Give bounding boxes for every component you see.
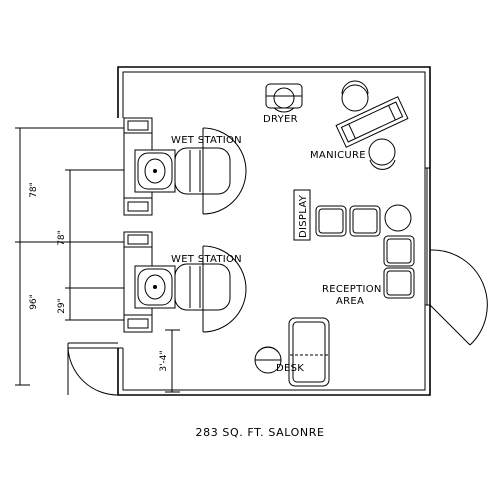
reception-seating (315, 204, 415, 299)
reception-desk (254, 317, 330, 387)
dim-inner-upper: 78" (57, 230, 67, 246)
dim-outer-lower: 96" (29, 294, 39, 310)
wet-station-bottom (123, 231, 247, 333)
wet-station-top (123, 117, 247, 216)
reception-label-line2: AREA (336, 296, 364, 307)
manicure-label: MANICURE (310, 150, 366, 161)
reception-label-line1: RECEPTION (322, 284, 382, 295)
wet-station-bottom-label: WET STATION (171, 254, 242, 265)
entrance-door (67, 343, 119, 396)
plan-title: 283 SQ. FT. SALONRE (196, 426, 325, 439)
dryer-label: DRYER (263, 114, 298, 125)
manicure-station (335, 80, 409, 170)
dim-door-clear: 3'-4" (159, 350, 169, 371)
desk-label: DESK (276, 363, 304, 374)
dim-outer-upper: 78" (29, 182, 39, 198)
display-case (293, 189, 311, 241)
wet-station-top-label: WET STATION (171, 135, 242, 146)
right-door (425, 167, 488, 346)
display-label: DISPLAY (298, 194, 309, 238)
outer-walls (68, 66, 431, 396)
dryer-chair (265, 83, 303, 113)
dim-inner-lower: 29" (57, 298, 67, 314)
